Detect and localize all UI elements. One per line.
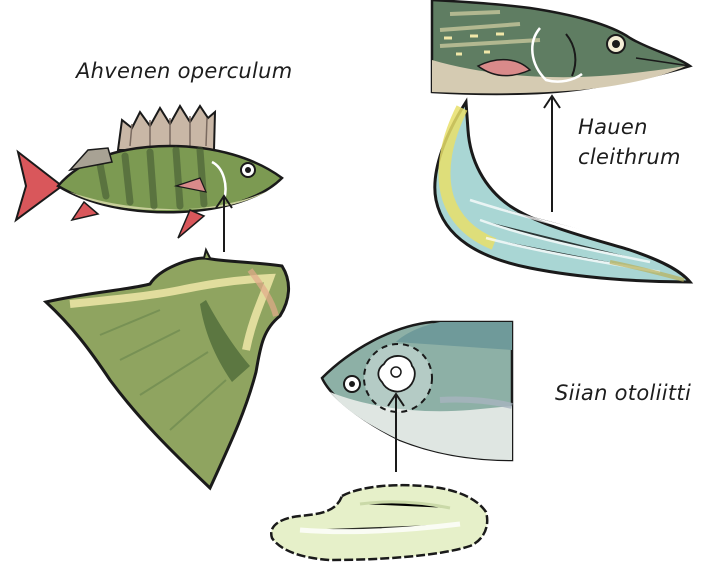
- operculum-bone-icon: [46, 250, 289, 488]
- perch-fish-icon: [16, 106, 282, 238]
- whitefish-head-icon: [322, 322, 512, 460]
- pike-label-line-2: cleithrum: [578, 142, 681, 172]
- whitefish-otolith-label: Siian otoliitti: [555, 378, 691, 408]
- pike-arrow-icon: [544, 96, 560, 212]
- pike-cleithrum-label: Hauen cleithrum: [578, 112, 681, 172]
- perch-operculum-label: Ahvenen operculum: [76, 56, 293, 86]
- pike-head-icon: [432, 0, 690, 94]
- otolith-icon: [271, 485, 487, 560]
- perch-arrow-icon: [216, 196, 232, 252]
- pike-label-line-1: Hauen: [578, 112, 681, 142]
